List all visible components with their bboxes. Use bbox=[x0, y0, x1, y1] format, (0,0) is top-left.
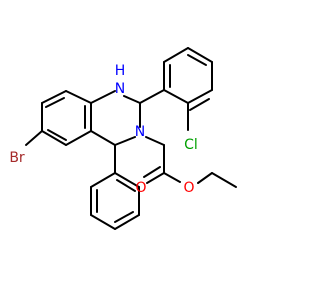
bond-n1-c2 bbox=[123, 95, 141, 104]
bond-ph1-ph2 bbox=[114, 172, 140, 188]
bond-c4-c4a bbox=[90, 130, 116, 146]
molecule-diagram: N H N Cl Br O O bbox=[9, 47, 237, 230]
atom-o-carbonyl: O bbox=[135, 180, 146, 196]
bond-c7-c7-double bbox=[45, 97, 65, 108]
bonds-chlorophenyl bbox=[139, 47, 213, 131]
bond-ar1-ar2 bbox=[163, 89, 189, 104]
bond-ar2-ar3 bbox=[187, 89, 213, 104]
bonds-core bbox=[25, 90, 141, 146]
bonds-ester-chain bbox=[143, 136, 237, 188]
atom-o-ester: O bbox=[183, 180, 194, 196]
bond-c6-c5-double bbox=[47, 129, 67, 141]
bond-oester-ch2 bbox=[197, 172, 213, 184]
bond-n3-c4 bbox=[114, 136, 136, 146]
bond-co-oester bbox=[163, 172, 181, 183]
bond-c8a-c8 bbox=[65, 90, 92, 104]
bond-ph1-ph2-double bbox=[116, 179, 136, 192]
bond-c6-c5 bbox=[41, 130, 67, 146]
atom-nh-n: N bbox=[115, 81, 125, 97]
bond-ar5-ar6 bbox=[163, 47, 189, 63]
atom-labels: N H N Cl Br O O bbox=[9, 63, 198, 196]
structure-svg: N H N Cl Br O O bbox=[9, 47, 237, 230]
bond-n3-ch2 bbox=[145, 136, 165, 146]
bond-ph6-ph1 bbox=[90, 172, 116, 188]
bond-ar4-ar5 bbox=[187, 47, 213, 63]
atom-n3: N bbox=[135, 124, 145, 140]
bond-c8a-n1 bbox=[90, 90, 116, 104]
bond-co-ocarbonyl bbox=[146, 172, 165, 184]
atom-cl: Cl bbox=[184, 137, 198, 153]
bond-c6-br bbox=[25, 130, 43, 146]
bonds-phenyl bbox=[90, 144, 140, 230]
atom-br: Br bbox=[9, 150, 25, 166]
bond-ph3-ph4-double bbox=[114, 211, 134, 223]
bond-c5-c4a bbox=[65, 130, 92, 146]
bond-co-ocarbonyl-double bbox=[143, 166, 161, 178]
bond-c8-c7 bbox=[41, 90, 67, 104]
bond-c2-ar bbox=[139, 89, 165, 104]
bond-ar2-ar3-double bbox=[189, 98, 210, 111]
atom-nh-h: H bbox=[115, 63, 126, 79]
bond-ar4-ar5-double bbox=[187, 54, 207, 66]
bond-ch2-ch3 bbox=[211, 172, 237, 188]
bond-ph4-ph5 bbox=[90, 214, 116, 230]
bond-ph3-ph4 bbox=[114, 214, 140, 230]
